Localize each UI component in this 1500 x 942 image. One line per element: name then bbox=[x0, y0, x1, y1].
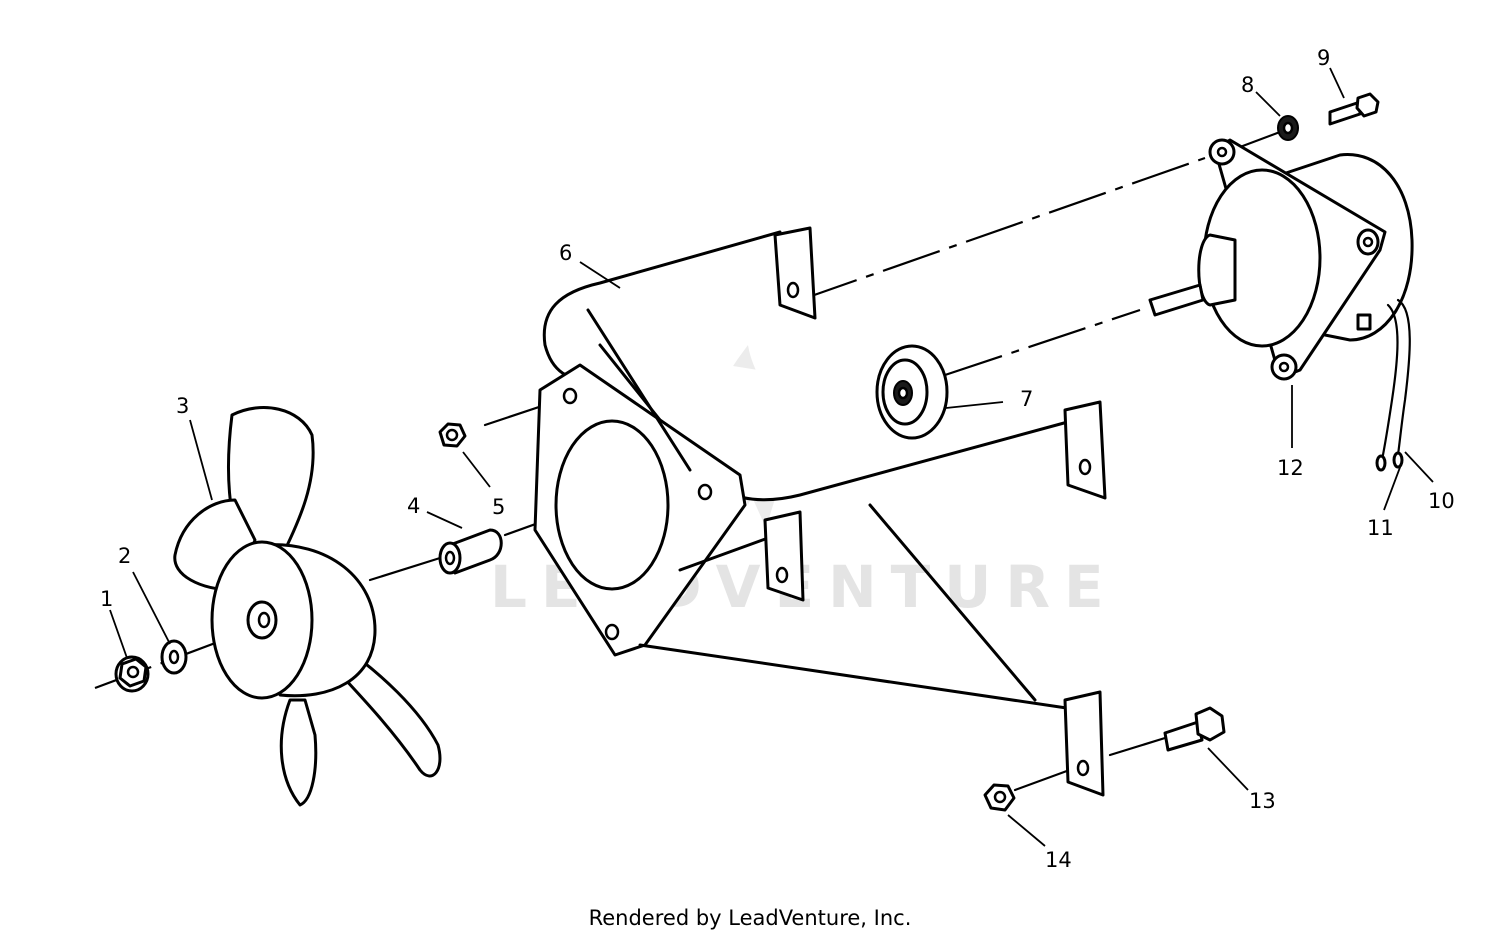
callout-8: 8 bbox=[1241, 73, 1254, 97]
lead-wire-part-10 bbox=[1396, 298, 1411, 457]
washer-part-2 bbox=[160, 639, 188, 675]
lead-wire-part-11 bbox=[1380, 303, 1399, 462]
callout-3: 3 bbox=[176, 394, 189, 418]
grommet-part-7 bbox=[875, 344, 949, 440]
flange-nut-part-1 bbox=[114, 655, 150, 693]
nut-part-14 bbox=[983, 783, 1016, 812]
callout-2: 2 bbox=[118, 544, 131, 568]
callouts: 1 2 3 4 5 6 7 8 9 10 11 12 13 14 bbox=[100, 46, 1455, 872]
callout-4: 4 bbox=[407, 494, 420, 518]
motor-shaft bbox=[1148, 283, 1205, 317]
fan-motor-part-12 bbox=[1148, 138, 1414, 472]
bolt13-line bbox=[1108, 736, 1167, 757]
callout-9: 9 bbox=[1317, 46, 1330, 70]
bracket-tab-right bbox=[1063, 400, 1107, 500]
callout-12: 12 bbox=[1277, 456, 1304, 480]
callout-7: 7 bbox=[1020, 387, 1033, 411]
bolt-part-13 bbox=[1163, 706, 1226, 752]
fan-blade-lower bbox=[279, 698, 318, 807]
nut14-line bbox=[1013, 766, 1077, 792]
callout-5: 5 bbox=[492, 495, 505, 519]
leader-lines bbox=[109, 67, 1434, 847]
callout-14: 14 bbox=[1045, 848, 1072, 872]
callout-10: 10 bbox=[1428, 489, 1455, 513]
callout-1: 1 bbox=[100, 587, 113, 611]
spacer-part-4 bbox=[438, 528, 503, 575]
nut-part-5 bbox=[438, 422, 467, 448]
callout-11: 11 bbox=[1367, 516, 1394, 540]
bracket-tab-top bbox=[773, 226, 817, 320]
bracket-to-motor-mount-axis bbox=[799, 156, 1206, 302]
fan-part-3 bbox=[173, 406, 442, 807]
washer-part-8 bbox=[1277, 115, 1299, 141]
bracket-tab-bottom bbox=[1063, 690, 1105, 797]
bolt-part-9 bbox=[1328, 92, 1380, 126]
fan-blade-upper bbox=[226, 406, 315, 562]
callout-6: 6 bbox=[559, 241, 572, 265]
callout-13: 13 bbox=[1249, 789, 1276, 813]
bracket-plate-opening bbox=[554, 419, 670, 591]
grommet-to-motor-axis bbox=[944, 308, 1141, 377]
footer-credit: Rendered by LeadVenture, Inc. bbox=[588, 906, 912, 930]
bracket-tab-mid bbox=[763, 510, 805, 602]
bracket-part-6 bbox=[533, 226, 1107, 797]
fan-to-spacer-line bbox=[368, 556, 442, 582]
